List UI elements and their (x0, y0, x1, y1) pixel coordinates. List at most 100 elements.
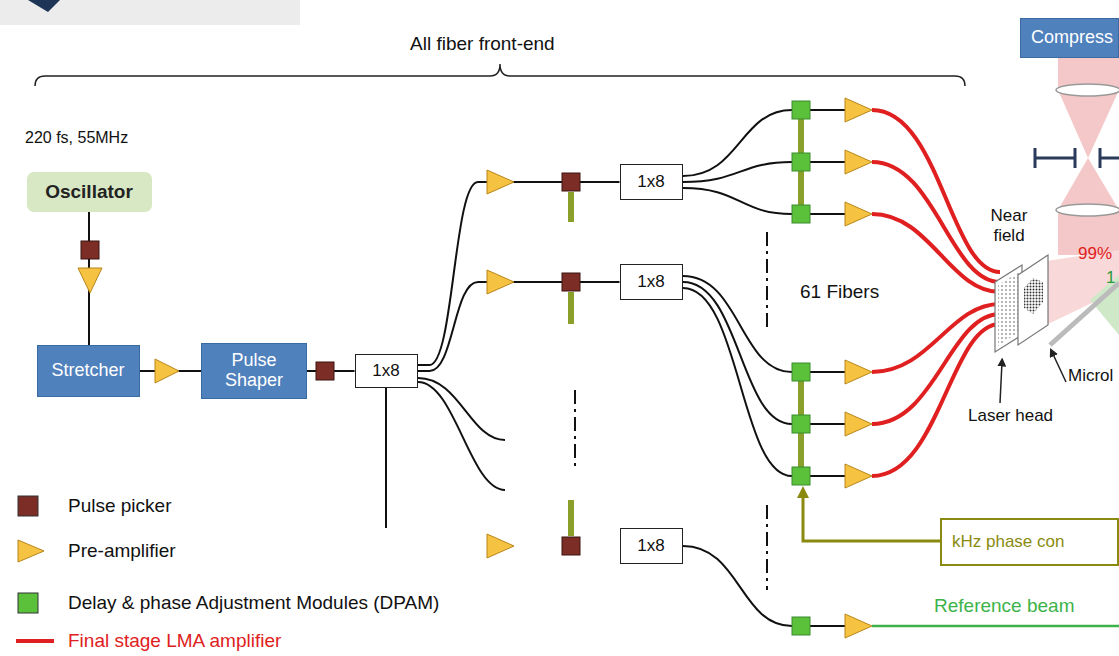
legend-item: Pulse picker (14, 494, 172, 518)
lens (1056, 84, 1119, 216)
reference-line (872, 626, 1119, 627)
dpam (792, 153, 810, 171)
lma-fibers (872, 162, 1000, 282)
ratio-label: 99% (1078, 244, 1112, 264)
ratio-label: 1 (1106, 268, 1115, 288)
legend-text: Final stage LMA amplifier (68, 630, 281, 652)
node-text: Compress (1031, 28, 1113, 48)
dash-dot-lines (574, 390, 576, 470)
sync-bars (568, 192, 574, 222)
pre-amplifier (845, 150, 872, 174)
fiber-lines (418, 110, 845, 626)
pre-amplifier (845, 360, 872, 384)
pulse-picker (316, 362, 334, 380)
splitter-box: 1x8 (620, 264, 683, 300)
lma-fibers (872, 214, 1000, 292)
leader-arrows (1052, 352, 1066, 382)
sync-bars (568, 119, 804, 536)
logo-fragment (28, 0, 60, 12)
bracket (35, 64, 965, 86)
laser-head (998, 272, 1019, 346)
pre-amplifier (487, 270, 514, 294)
aperture (1100, 148, 1119, 168)
fiber-lines (418, 382, 505, 490)
sync-bars (568, 292, 574, 324)
legend-swatch (18, 593, 38, 613)
pre-amplifier (845, 98, 872, 122)
legend-item: Pre-amplifier (14, 539, 176, 563)
node-text: 1x8 (637, 537, 664, 556)
reference-line (872, 625, 1119, 628)
legend-text: Pulse picker (68, 495, 172, 517)
fiber-lines (683, 546, 792, 626)
node-text: kHz phase con (952, 533, 1064, 552)
amplifier-symbol (18, 540, 44, 562)
node-text: 1x8 (637, 273, 664, 292)
logo-fragment (0, 0, 300, 25)
part-label: Near field (983, 206, 1035, 247)
pre-amplifier (845, 464, 872, 488)
fiber-lines (810, 110, 845, 626)
legend-swatch (18, 496, 38, 516)
dash-dot-lines (766, 232, 768, 330)
process-box: Stretcher (37, 345, 140, 397)
legend-text: Pre-amplifier (68, 540, 176, 562)
logo-fragment (0, 0, 300, 25)
pre-amplifier (487, 170, 514, 194)
fiber-connector (418, 282, 620, 371)
dpam (792, 101, 810, 635)
pulse-picker (81, 241, 99, 259)
laser-head (1024, 278, 1043, 314)
leader-arrows (1000, 362, 1002, 403)
dpam (792, 467, 810, 485)
dpam (792, 617, 810, 635)
node-text: 1x8 (372, 362, 399, 381)
node-text: 1x8 (637, 173, 664, 192)
beam-label: Reference beam (934, 595, 1074, 618)
phase-control-line (803, 492, 940, 541)
legend-shape (14, 539, 60, 563)
part-label: Laser head (968, 406, 1053, 426)
dash-dot-lines (766, 505, 768, 590)
fiber-lines (683, 110, 792, 176)
laser-head (1018, 255, 1048, 345)
node-text: Stretcher (51, 361, 124, 381)
pre-amplifier (845, 202, 872, 226)
aperture (1035, 148, 1119, 168)
splitter-box: 1x8 (620, 164, 683, 200)
phase-control-line (803, 492, 940, 541)
splitter-box: 1x8 (355, 354, 418, 388)
legend-shape (14, 629, 60, 653)
lma-fibers (872, 324, 1000, 476)
splitter-box: 1x8 (620, 528, 683, 564)
fiber-symbol (16, 639, 54, 643)
control-box: kHz phase con (940, 518, 1119, 566)
leader-arrows (1000, 352, 1066, 403)
pre-amplifier (155, 359, 179, 383)
pre-amplifier (78, 268, 102, 293)
process-box: Compress (1020, 18, 1119, 58)
sync-bars (568, 500, 574, 536)
fiber-connector (385, 388, 387, 528)
legend-swatch (14, 494, 60, 518)
beam-path (1058, 90, 1119, 158)
part-label: Microl (1068, 366, 1113, 386)
fiber-connector (418, 182, 620, 365)
dpam (792, 101, 810, 119)
pre-amplifier (845, 614, 872, 638)
pulse-picker (562, 273, 580, 291)
dpam (792, 415, 810, 433)
pulse-picker (562, 537, 580, 555)
fiber-lines (683, 162, 792, 182)
legend-item: Delay & phase Adjustment Modules (DPAM) (14, 591, 439, 615)
lma-fibers (872, 304, 1000, 372)
spec-label: 220 fs, 55MHz (25, 128, 128, 147)
fiber-lines (683, 188, 792, 214)
pulse-picker (562, 173, 580, 191)
fiber-lines (683, 282, 792, 424)
source-box: Oscillator (27, 172, 152, 212)
node-text: Pulse Shaper (209, 351, 299, 391)
pre-amplifier (487, 534, 514, 558)
dpam (792, 363, 810, 381)
